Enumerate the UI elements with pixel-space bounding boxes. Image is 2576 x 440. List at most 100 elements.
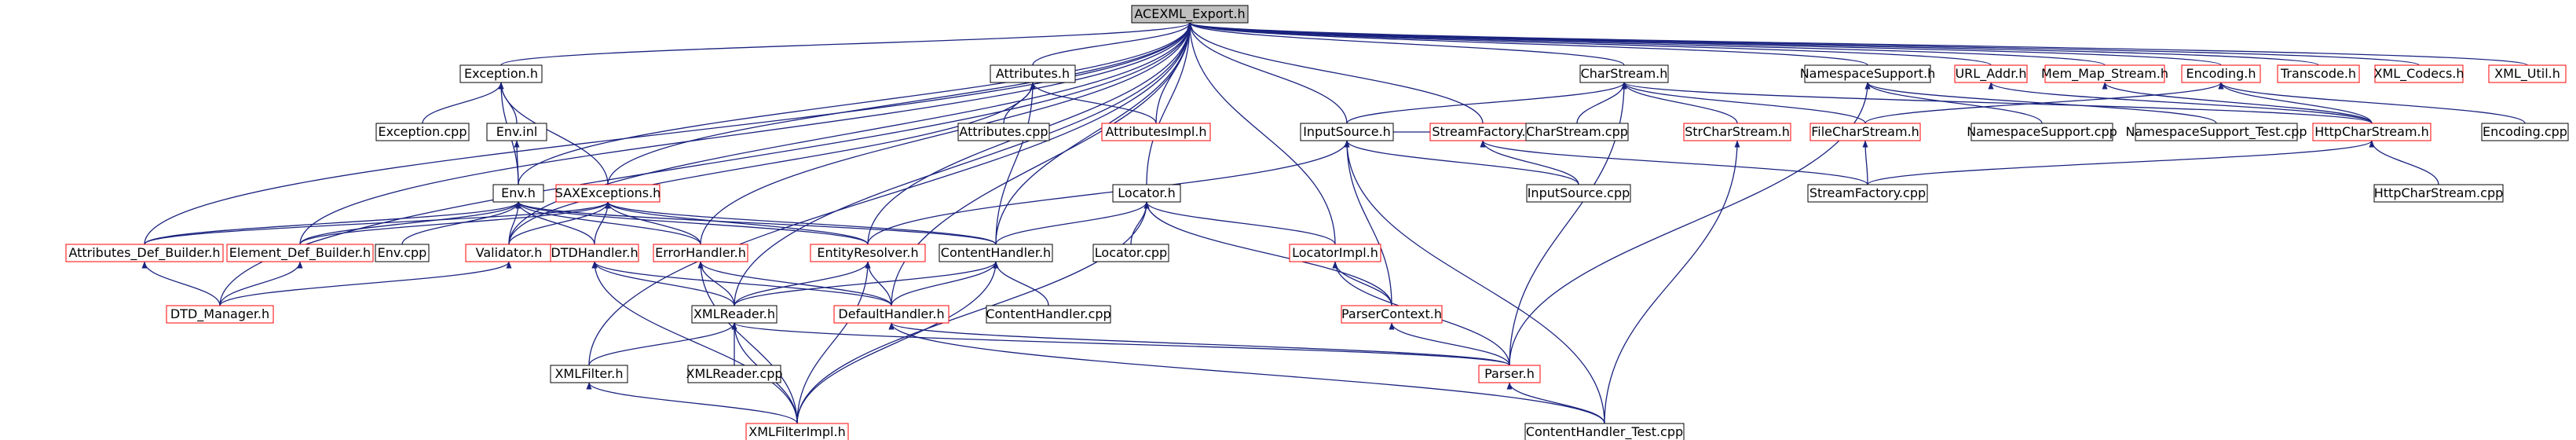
node-attr_cpp[interactable]: Attributes.cpp — [957, 123, 1050, 141]
node-ch_cpp[interactable]: ContentHandler.cpp — [986, 305, 1111, 324]
node-ns_h[interactable]: NamespaceSupport.h — [1800, 64, 1936, 83]
edge-util_h-to-ace — [1187, 22, 2528, 66]
node-dtdm_h[interactable]: DTD_Manager.h — [166, 305, 274, 324]
node-label: Env.cpp — [378, 245, 427, 260]
edge-xf_h-to-ace — [588, 22, 1193, 366]
edge-sf_cpp-to-http_h — [1867, 140, 2375, 185]
node-ns_test[interactable]: NamespaceSupport_Test.cpp — [2125, 123, 2307, 141]
node-ch_test[interactable]: ContentHandler_Test.cpp — [1524, 423, 1685, 440]
node-label: DTDHandler.h — [551, 245, 638, 260]
edge-dh_h-to-dtdh_h — [591, 261, 892, 306]
node-box — [1525, 123, 1629, 141]
edge-dh_h-to-ch_h — [891, 261, 999, 306]
edge-parser_h-to-dh_h — [888, 322, 1510, 366]
node-url_h[interactable]: URL_Addr.h — [1954, 64, 2028, 83]
edge-ch_h-to-saxexc_h — [605, 201, 997, 245]
node-util_h[interactable]: XML_Util.h — [2488, 64, 2567, 83]
node-mm_h[interactable]: Mem_Map_Stream.h — [2041, 64, 2168, 83]
node-label: XMLFilter.h — [554, 366, 623, 381]
node-errh_h[interactable]: ErrorHandler.h — [653, 244, 748, 262]
node-er_h[interactable]: EntityResolver.h — [810, 244, 926, 262]
node-label: NamespaceSupport.cpp — [1967, 124, 2117, 139]
edge-edb_h-to-env_h — [299, 201, 521, 245]
node-dh_h[interactable]: DefaultHandler.h — [833, 305, 950, 324]
node-loc_cpp[interactable]: Locator.cpp — [1092, 244, 1169, 262]
node-xfi_h[interactable]: XMLFilterImpl.h — [745, 423, 849, 440]
edge-parser_h-to-xr_h — [731, 322, 1510, 366]
node-box — [1300, 123, 1394, 141]
edge-valid_h-to-saxexc_h — [508, 201, 611, 245]
node-exc_cpp[interactable]: Exception.cpp — [375, 123, 470, 141]
node-valid_h[interactable]: Validator.h — [465, 244, 553, 262]
edge-ch_h-to-ace — [995, 22, 1193, 245]
edge-http_h-to-cs_h — [1621, 82, 2373, 124]
node-trans_h[interactable]: Transcode.h — [2277, 64, 2360, 83]
node-pc_h[interactable]: ParserContext.h — [1341, 305, 1443, 324]
node-label: XMLFilterImpl.h — [748, 424, 845, 439]
node-env_h[interactable]: Env.h — [492, 184, 544, 203]
node-sf_h[interactable]: StreamFactory.h — [1429, 123, 1536, 141]
node-xr_cpp[interactable]: XMLReader.cpp — [686, 365, 783, 383]
node-sf_cpp[interactable]: StreamFactory.cpp — [1807, 184, 1928, 203]
node-dtdh_h[interactable]: DTDHandler.h — [550, 244, 639, 262]
node-box — [1101, 123, 1211, 141]
edge-codecs_h-to-ace — [1187, 22, 2420, 66]
node-xf_h[interactable]: XMLFilter.h — [550, 365, 628, 383]
node-box — [166, 305, 274, 324]
node-box — [986, 305, 1111, 324]
node-adb_h[interactable]: Attributes_Def_Builder.h — [65, 244, 224, 262]
node-label: NamespaceSupport_Test.cpp — [2125, 124, 2307, 140]
node-box — [375, 244, 430, 262]
node-box — [1954, 64, 2028, 83]
node-env_inl[interactable]: Env.inl — [486, 123, 547, 141]
edge-loc_h-to-ace — [1146, 22, 1193, 185]
node-box — [550, 244, 639, 262]
node-xr_h[interactable]: XMLReader.h — [691, 305, 778, 324]
node-str_cs_h[interactable]: StrCharStream.h — [1683, 123, 1791, 141]
node-ch_h[interactable]: ContentHandler.h — [939, 244, 1053, 262]
node-label: AttributesImpl.h — [1105, 124, 1206, 139]
node-box — [687, 365, 781, 383]
node-env_cpp[interactable]: Env.cpp — [375, 244, 430, 262]
node-saxexc_h[interactable]: SAXExceptions.h — [555, 184, 661, 203]
node-box — [2481, 123, 2569, 141]
node-attrimpl_h[interactable]: AttributesImpl.h — [1101, 123, 1211, 141]
node-http_h[interactable]: HttpCharStream.h — [2312, 123, 2431, 141]
node-exc_h[interactable]: Exception.h — [459, 64, 543, 83]
node-attr_h[interactable]: Attributes.h — [990, 64, 1076, 83]
node-box — [1809, 123, 1921, 141]
node-label: Mem_Map_Stream.h — [2041, 66, 2168, 82]
edge-dtdm_h-to-valid_h — [219, 261, 512, 306]
node-label: LocatorImpl.h — [1292, 245, 1378, 260]
edge-sf_cpp-to-sf_h — [1480, 140, 1868, 185]
node-label: StreamFactory.cpp — [1809, 185, 1926, 200]
node-file_cs_h[interactable]: FileCharStream.h — [1809, 123, 1921, 141]
node-locimpl_h[interactable]: LocatorImpl.h — [1289, 244, 1381, 262]
edge-is_cpp-to-is_h — [1344, 140, 1579, 185]
node-is_cpp[interactable]: InputSource.cpp — [1526, 184, 1631, 203]
node-enc_cpp[interactable]: Encoding.cpp — [2481, 123, 2569, 141]
node-box — [1092, 244, 1169, 262]
edge-valid_h-to-ace — [508, 22, 1193, 245]
node-cs_cpp[interactable]: CharStream.cpp — [1525, 123, 1629, 141]
node-label: Locator.h — [1118, 185, 1175, 200]
node-parser_h[interactable]: Parser.h — [1478, 365, 1541, 383]
edge-ns_h-to-ace — [1187, 22, 1868, 66]
node-http_cpp[interactable]: HttpCharStream.cpp — [2373, 184, 2504, 203]
node-enc_h[interactable]: Encoding.h — [2181, 64, 2261, 83]
edge-adb_h-to-ace — [144, 22, 1193, 245]
node-edb_h[interactable]: Element_Def_Builder.h — [226, 244, 374, 262]
edge-errh_h-to-saxexc_h — [605, 201, 701, 245]
node-loc_h[interactable]: Locator.h — [1112, 184, 1181, 203]
node-box — [653, 244, 748, 262]
node-codecs_h[interactable]: XML_Codecs.h — [2374, 64, 2464, 83]
node-box — [2488, 64, 2567, 83]
node-label: XMLReader.h — [693, 306, 775, 321]
node-cs_h[interactable]: CharStream.h — [1579, 64, 1669, 83]
node-label: ContentHandler_Test.cpp — [1526, 424, 1683, 440]
node-ns_cpp[interactable]: NamespaceSupport.cpp — [1967, 123, 2117, 141]
edge-edb_h-to-saxexc_h — [299, 201, 611, 245]
edge-xr_h-to-dtdh_h — [591, 261, 735, 306]
node-is_h[interactable]: InputSource.h — [1300, 123, 1394, 141]
